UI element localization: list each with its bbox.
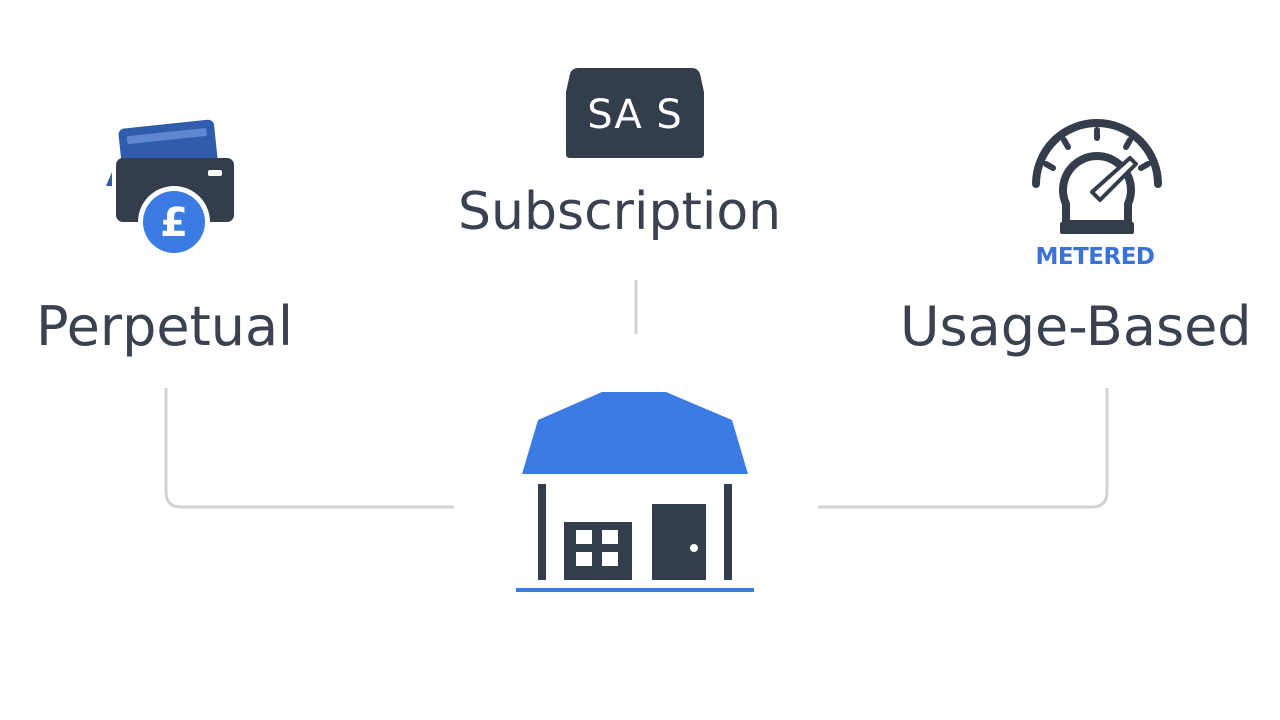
connector-perpetual — [164, 388, 454, 509]
usage-based-label: Usage-Based — [900, 295, 1252, 358]
subscription-label: Subscription — [458, 182, 782, 242]
svg-text:£: £ — [160, 200, 188, 246]
saas-badge: SA S — [587, 92, 683, 138]
speedometer-gauge-icon — [1032, 119, 1162, 234]
card-and-euro-coin-icon: £ — [106, 119, 234, 258]
storefront-icon — [516, 392, 754, 592]
connector-usage-based — [818, 388, 1109, 509]
saas-box-icon: SA S — [564, 66, 706, 160]
perpetual-label: Perpetual — [36, 295, 294, 358]
metered-badge: METERED — [1035, 244, 1155, 270]
